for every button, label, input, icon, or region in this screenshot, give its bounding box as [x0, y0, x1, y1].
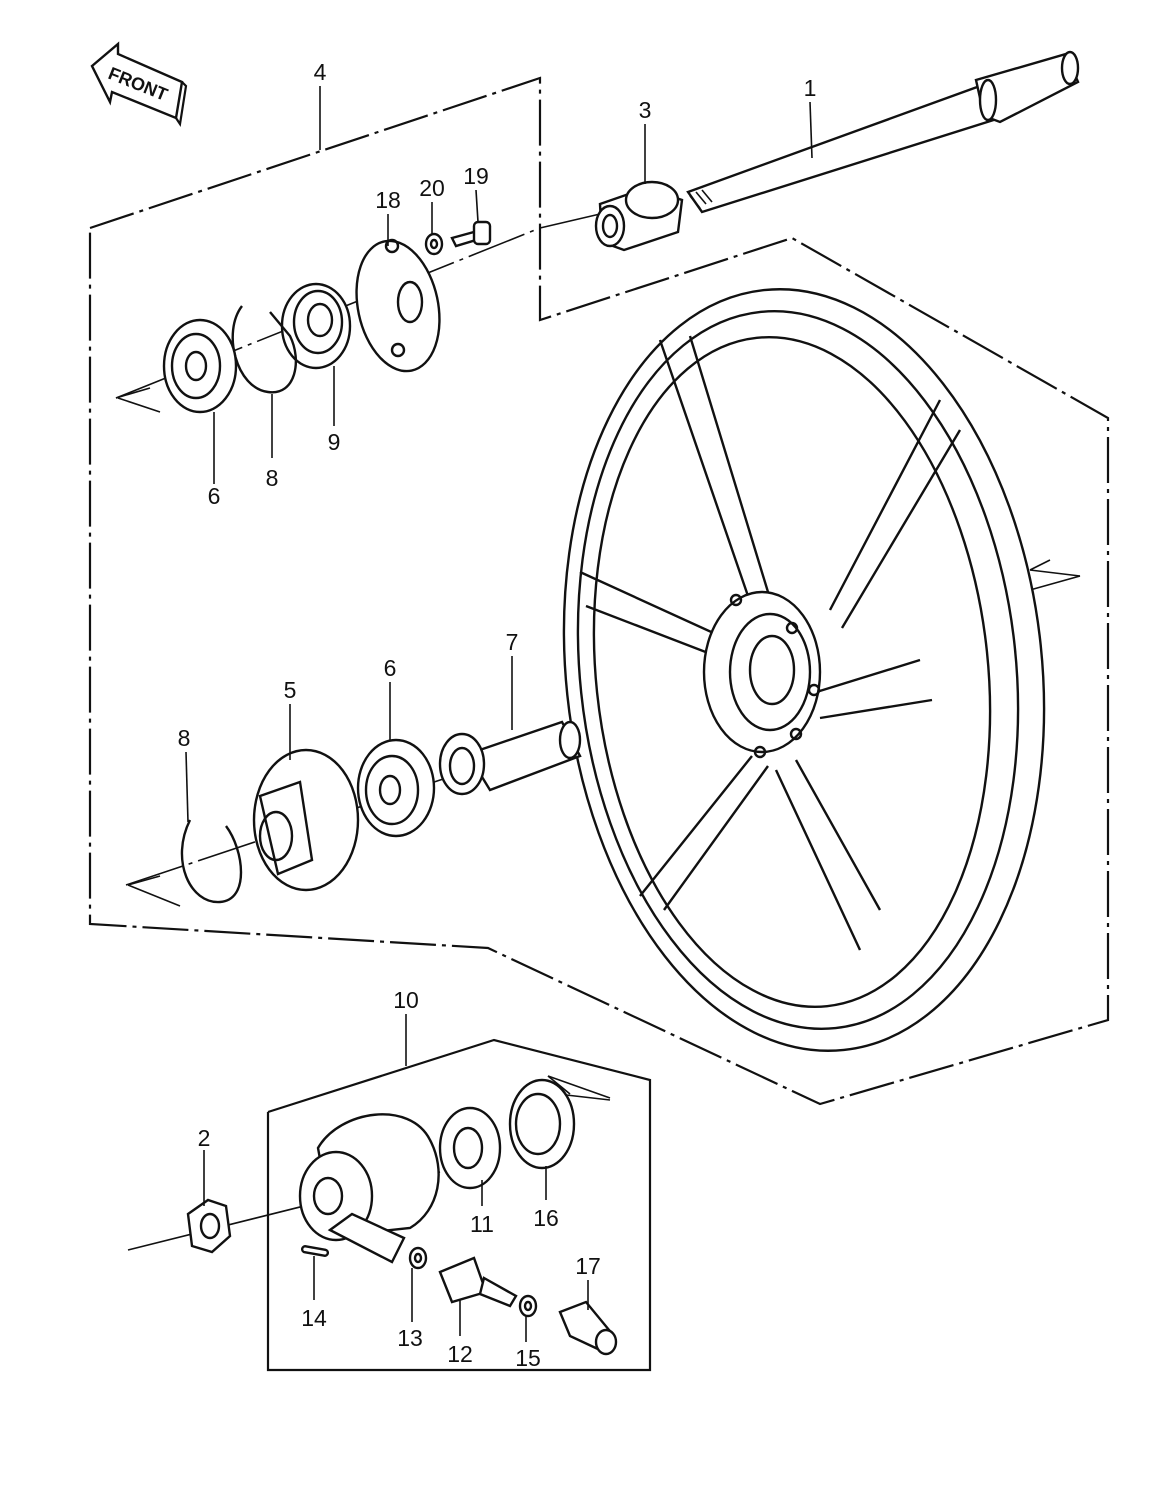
- part-retainer-5: [252, 748, 360, 892]
- part-plate: [355, 238, 441, 373]
- callout-1: 1: [804, 75, 817, 101]
- callout-14: 14: [301, 1305, 327, 1331]
- callout-8-upper: 8: [266, 465, 279, 491]
- part-seal-16: [508, 1078, 576, 1170]
- part-washer-20: [424, 232, 444, 256]
- part-bearing-upper: [162, 318, 238, 414]
- callout-18: 18: [375, 187, 401, 213]
- callout-5: 5: [284, 677, 297, 703]
- callout-12: 12: [447, 1341, 473, 1367]
- callout-6-upper: 6: [208, 483, 221, 509]
- assembly-outline-10: [266, 1038, 652, 1372]
- callout-17: 17: [575, 1253, 601, 1279]
- part-collar: [594, 180, 684, 252]
- callout-6-lower: 6: [384, 655, 397, 681]
- part-seal-9: [280, 282, 352, 370]
- part-bushing-17: [558, 1300, 618, 1356]
- callout-4: 4: [314, 59, 327, 85]
- callout-8-lower: 8: [178, 725, 191, 751]
- callout-11: 11: [470, 1211, 494, 1237]
- part-sleeve-7: [438, 720, 582, 796]
- part-nut-2: [186, 1198, 232, 1254]
- part-axle: [686, 50, 1080, 214]
- callout-19: 19: [463, 163, 489, 189]
- part-shaft-12: [438, 1256, 518, 1308]
- part-wheel: [562, 288, 1046, 1052]
- callout-labels: 1 2 3 4 5 6 6 7 8 8 9 10 11 12 13 14 15 …: [178, 59, 817, 1371]
- callout-7: 7: [506, 629, 519, 655]
- part-bearing-lower: [356, 738, 436, 838]
- part-washer-13: [408, 1246, 428, 1270]
- part-circlip-lower: [180, 819, 243, 904]
- assembly-outline-4: [88, 76, 1110, 1106]
- part-circlip-upper: [231, 305, 298, 394]
- callout-10: 10: [393, 987, 419, 1013]
- leader-lines: [185, 86, 813, 1342]
- callout-16: 16: [533, 1205, 559, 1231]
- callout-20: 20: [419, 175, 445, 201]
- part-bolt-19: [450, 220, 492, 248]
- callout-15: 15: [515, 1345, 541, 1371]
- callout-3: 3: [639, 97, 652, 123]
- flow-arrows: [115, 387, 1081, 1099]
- callout-2: 2: [198, 1125, 211, 1151]
- callout-9: 9: [328, 429, 341, 455]
- part-pin-14: [300, 1245, 330, 1257]
- front-direction-arrow: FRONT: [90, 41, 188, 127]
- callout-13: 13: [397, 1325, 423, 1351]
- part-gear-housing: [298, 1113, 440, 1264]
- part-gear-11: [438, 1106, 502, 1190]
- part-washer-15: [518, 1294, 538, 1318]
